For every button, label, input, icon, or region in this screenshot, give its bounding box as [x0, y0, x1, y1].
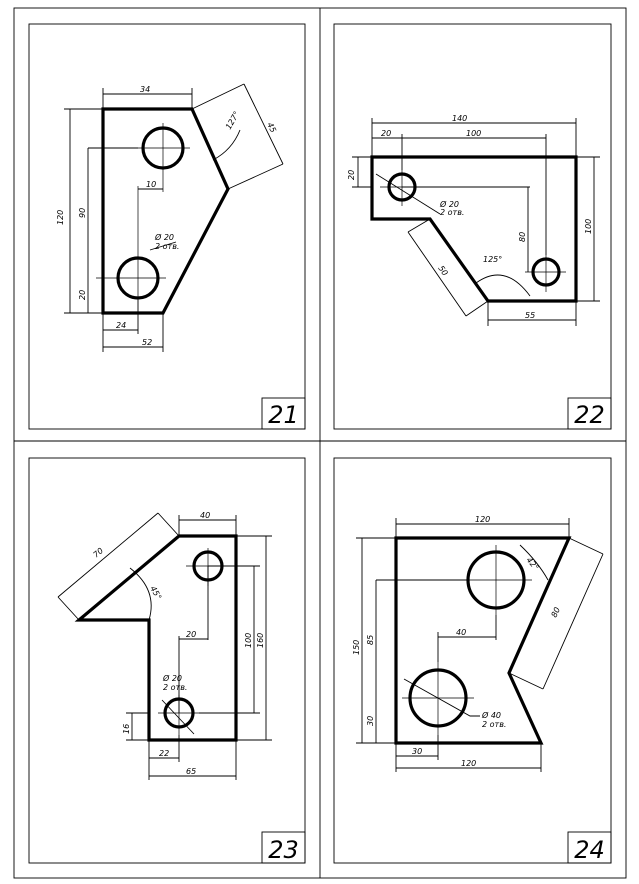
hole-note-a: Ø 20 [162, 673, 182, 683]
dim-mid-v [402, 186, 530, 272]
dim-bottom [487, 301, 577, 326]
sheet-frame [333, 23, 612, 430]
dim-left-mid-text: 85 [366, 635, 375, 645]
center-lines [380, 170, 566, 292]
center-lines [402, 545, 532, 735]
dim-right-inner [199, 565, 260, 714]
dim-right-outer-text: 160 [256, 633, 265, 648]
dim-bottom-text: 55 [525, 311, 535, 320]
leader-hole [161, 699, 195, 735]
sheet-number-box [567, 831, 612, 864]
dim-top [395, 518, 570, 538]
dim-top-text: 120 [475, 515, 490, 524]
dim-right-v [576, 156, 600, 302]
sheet-frame [28, 23, 306, 430]
dim-left-low [126, 712, 149, 741]
dim-left-low-text: 30 [366, 716, 375, 726]
dim-bot-long-text: 52 [142, 338, 152, 347]
dim-angle-text: 125° [483, 255, 502, 264]
hole-note-b: 2 отв. [155, 242, 179, 251]
sheet-22: 22 140 20 100 20 Ø 20 2 отв. 80 100 50 1… [333, 23, 612, 430]
dim-top [102, 88, 193, 109]
sheet-frame [333, 457, 612, 864]
dim-bot-long-text: 65 [186, 767, 196, 776]
hole-note-a: Ø 40 [481, 710, 501, 720]
dim-right-v-text: 100 [584, 219, 593, 234]
part-outline [101, 107, 230, 315]
sheet-number: 21 [268, 401, 299, 429]
dim-left-low-text: 20 [78, 290, 87, 300]
hole-note-b: 2 отв. [482, 720, 506, 729]
dim-left-low-text: 16 [122, 724, 131, 734]
angle-arc [129, 567, 152, 621]
sheet-number: 23 [268, 836, 299, 864]
dim-left-total [64, 108, 103, 314]
sheet-number-box [567, 397, 612, 430]
dim-slant [191, 83, 284, 190]
dim-bottom [148, 735, 237, 780]
sheet-number-box [261, 397, 306, 430]
dim-angle-text: 42° [524, 556, 540, 573]
sheet-number: 24 [574, 836, 605, 864]
dim-slant-text: 45 [265, 121, 278, 134]
center-lines [96, 123, 190, 300]
part-outline [370, 155, 578, 303]
dim-top-sub [372, 134, 547, 255]
dim-bottom [102, 300, 164, 352]
sheet-21: 21 34 45 127° 120 90 20 10 Ø 20 2 отв. 2… [28, 23, 306, 430]
hole-note-b: 2 отв. [440, 208, 464, 217]
sheet-frame [28, 457, 306, 864]
dim-slant-text: 80 [550, 606, 562, 619]
dim-top-mid-text: 100 [466, 129, 481, 138]
dim-bot-short-text: 22 [159, 749, 169, 758]
leader-hole [375, 173, 441, 215]
dim-mid-v-text: 80 [518, 232, 527, 242]
dim-slant [508, 537, 604, 690]
dim-bot-long-text: 120 [461, 759, 476, 768]
sheet-24: 24 120 42° 80 150 85 30 40 Ø 40 2 отв. 3… [333, 457, 612, 864]
dim-left-mid [87, 147, 138, 278]
dim-top-text: 40 [200, 511, 210, 520]
leader-hole [403, 678, 480, 717]
dim-mid-h [437, 615, 497, 662]
angle-arc [475, 274, 531, 297]
dim-left-h-text: 20 [347, 170, 356, 180]
dim-mid-h [178, 566, 209, 713]
dim-left-mid [375, 579, 468, 698]
dim-top-left-text: 20 [381, 129, 391, 138]
dim-slant-text: 70 [92, 546, 106, 559]
leader-hole [149, 241, 177, 251]
hole-note-a: Ø 20 [439, 199, 459, 209]
hole-note-b: 2 отв. [163, 683, 187, 692]
dim-right-outer [236, 535, 272, 741]
hole-note-a: Ø 20 [154, 232, 174, 242]
dim-left-total-text: 150 [352, 640, 361, 655]
dim-left-total-text: 120 [56, 210, 65, 225]
dim-top-total-text: 140 [452, 114, 467, 123]
part-outline [394, 536, 572, 745]
sheet-23: 23 70 45° 40 20 100 160 Ø 20 2 отв. 16 2… [28, 457, 306, 864]
dim-bot-short-text: 30 [412, 747, 422, 756]
sheet-number-box [261, 831, 306, 864]
dim-angle-text: 127° [224, 110, 241, 131]
dim-top [178, 515, 237, 536]
dim-bot-short-text: 24 [116, 321, 126, 330]
angle-arc [519, 544, 549, 581]
sheet-number: 22 [574, 401, 605, 429]
dim-right-inner-text: 100 [244, 633, 253, 648]
angle-arc [212, 129, 241, 161]
dim-mid-h-text: 40 [456, 628, 466, 637]
dim-top-text: 34 [140, 85, 150, 94]
dim-top-total [371, 118, 577, 157]
dim-mid-h-text: 20 [186, 630, 196, 639]
part-outline [74, 534, 238, 742]
dim-bottom [395, 735, 542, 772]
dim-slant [57, 512, 180, 621]
dim-left-h [352, 156, 372, 188]
dim-hole-off-text: 10 [146, 180, 156, 189]
dim-left-mid-text: 90 [78, 208, 87, 218]
dim-slant [407, 218, 489, 317]
